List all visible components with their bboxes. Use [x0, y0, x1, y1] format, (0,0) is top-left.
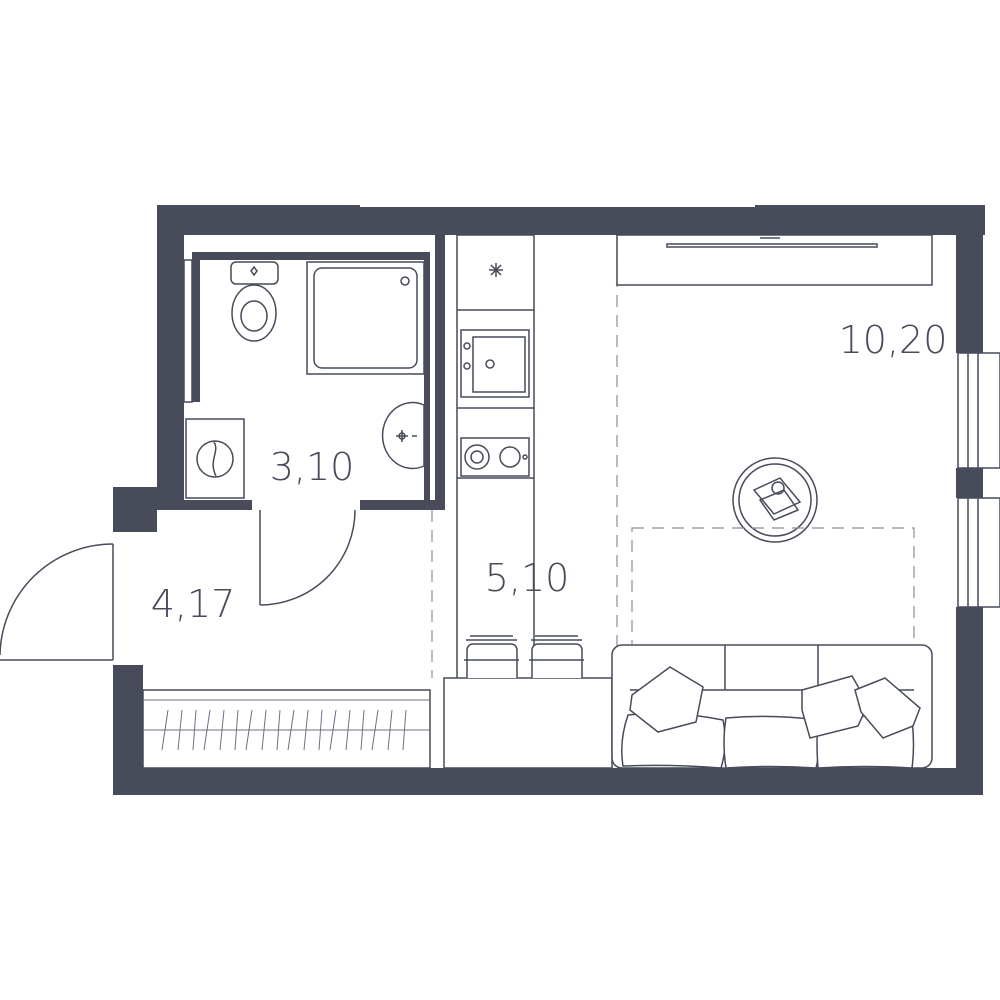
washing-machine: [185, 418, 245, 499]
hallway-area-label: 4,17: [151, 582, 236, 626]
wardrobe: [142, 689, 431, 769]
bathroom-door: [259, 509, 356, 606]
kitchen-area-label: 5,10: [485, 556, 570, 600]
bathroom-area-label: 3,10: [270, 445, 355, 489]
sink: [381, 401, 425, 470]
entrance-door: [0, 543, 114, 661]
window-upper: [957, 352, 1000, 469]
sofa: [611, 644, 933, 769]
exterior-walls: [113, 205, 985, 795]
shower-tray: [306, 261, 425, 375]
living-room-area-label: 10,20: [839, 318, 948, 362]
kitchen-sink: [460, 329, 530, 398]
chair: [529, 635, 584, 678]
chair: [464, 635, 519, 678]
interior-walls: [183, 235, 445, 510]
window-lower: [957, 497, 1000, 608]
coffee-table: [732, 457, 818, 543]
cooktop: [460, 437, 530, 477]
toilet: [230, 261, 279, 342]
dining-table: [443, 677, 613, 769]
tv-console: [616, 234, 933, 286]
fridge-icon: [489, 263, 503, 277]
